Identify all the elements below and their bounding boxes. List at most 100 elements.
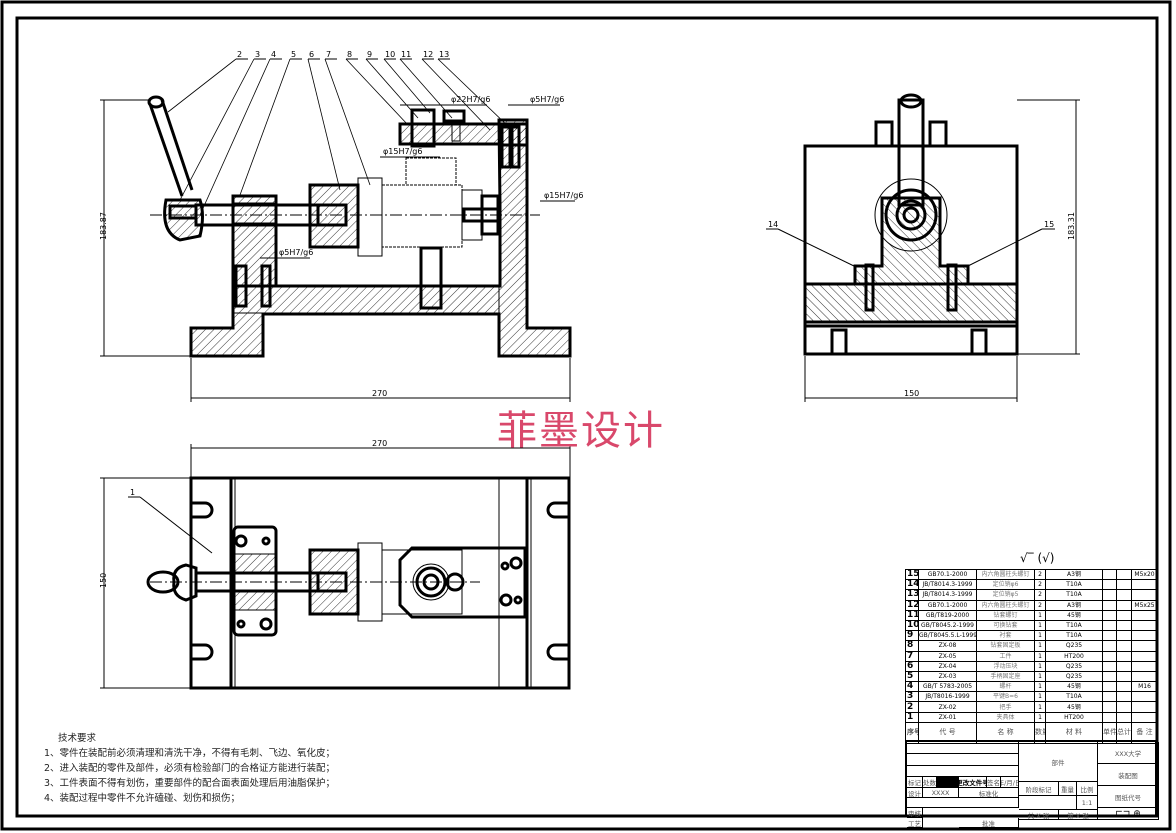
balloon-6: 6	[309, 50, 314, 59]
bom-weight-cell	[1102, 701, 1117, 713]
bom-code: JB/T8016-1999	[918, 691, 977, 703]
bom-qty: 1	[1034, 711, 1046, 723]
bom-code: ZX-02	[918, 701, 977, 713]
bom-weight-cell	[1116, 599, 1132, 611]
bom-material: A3钢	[1045, 599, 1103, 611]
bom-qty: 1	[1034, 681, 1046, 693]
bom-code: JB/T8014.3-1999	[918, 589, 977, 601]
tech-item: 3、工件表面不得有划伤，重要部件的配合面表面处理后用油脂保护；	[44, 778, 336, 789]
roughness-symbol: √‾ (√)	[1020, 551, 1055, 565]
bom-qty: 1	[1034, 670, 1046, 683]
pressure-block	[308, 183, 360, 249]
balloon-leader	[239, 58, 291, 196]
tb-signature: 签名	[987, 777, 1001, 788]
bom-code: GB/T819-2000	[918, 609, 977, 621]
dim-front-height: 183.87	[99, 212, 108, 240]
bom-weight-cell	[1102, 650, 1117, 662]
bom-weight-cell	[1116, 568, 1132, 581]
bom-name: 钻套固定板	[976, 640, 1035, 652]
bom-material: T10A	[1045, 589, 1103, 601]
bom-no: 13	[905, 589, 919, 601]
bom-note	[1131, 640, 1158, 652]
bom-no: 5	[905, 670, 919, 683]
balloon-10: 10	[385, 50, 395, 59]
hdr-name: 名 称	[976, 721, 1035, 744]
bom-no: 8	[905, 640, 919, 652]
bom-weight-cell	[1116, 609, 1132, 621]
bom-code: GB70.1-2000	[918, 568, 977, 581]
bom-material: 45钢	[1045, 609, 1103, 621]
tb-date: 年/月/日	[1001, 777, 1019, 788]
bom-qty: 2	[1034, 589, 1046, 601]
bom-code: GB/T8045.2-1999	[918, 619, 977, 632]
bom-weight-cell	[1116, 711, 1132, 723]
tb-drawing-code: 图纸代号	[1098, 786, 1159, 808]
tb-design: 设计	[907, 788, 923, 798]
side-view: 183.31 150 14 15	[766, 93, 1080, 402]
bom-note	[1131, 589, 1158, 601]
balloon-leader	[345, 58, 409, 126]
bom-note: M5x20	[1131, 568, 1158, 581]
bom-qty: 1	[1034, 701, 1046, 713]
bom-weight-cell	[1116, 660, 1132, 672]
drill-plate	[398, 122, 529, 147]
balloon-leader	[437, 58, 511, 129]
dim-top-width: 270	[372, 439, 387, 448]
bom-no: 11	[905, 609, 919, 621]
bom-note	[1131, 660, 1158, 672]
bom-name: 手柄固定座	[976, 670, 1035, 683]
balloon-12: 12	[423, 50, 433, 59]
balloon-1: 1	[130, 488, 135, 497]
bom-code: ZX-03	[918, 670, 977, 683]
bom-no: 6	[905, 660, 919, 672]
bom-code: GB70.1-2000	[918, 599, 977, 611]
bom-weight-cell	[1102, 589, 1117, 601]
dim-top-height: 150	[99, 573, 108, 588]
balloon-leader	[421, 58, 491, 131]
balloon-leader	[324, 58, 371, 186]
bom-name: 浮动压块	[976, 660, 1035, 672]
bom-name: 夹具体	[976, 711, 1035, 723]
tb-stage-mark: 阶段标记	[1019, 782, 1059, 796]
tb-standardize: 标准化	[959, 788, 1019, 798]
balloon-leader	[383, 58, 431, 114]
balloon-leader	[399, 58, 453, 119]
hdr-note: 备 注	[1131, 721, 1158, 744]
watermark: 菲墨设计	[497, 408, 665, 454]
balloon-11: 11	[401, 50, 411, 59]
bom-weight-cell	[1116, 619, 1132, 632]
bom-material: T10A	[1045, 691, 1103, 703]
bom-qty: 2	[1034, 579, 1046, 591]
bom-code: GB/T 5783-2005	[918, 681, 977, 693]
bom-name: 可换钻套	[976, 619, 1035, 632]
bom-material: Q235	[1045, 670, 1103, 683]
bom-note	[1131, 650, 1158, 662]
bom-no: 15	[905, 568, 919, 581]
workpiece	[381, 184, 463, 248]
bom-name: 定位销φ6	[976, 579, 1035, 591]
tb-sheet-no: 第 X 张	[1059, 810, 1098, 820]
bom-name: 内六角圆柱头螺钉	[976, 568, 1035, 581]
bom-name: 定位销φ5	[976, 589, 1035, 601]
bom-weight-cell	[1116, 579, 1132, 591]
tb-scale-value: 1:1	[1077, 796, 1098, 810]
balloon-9: 9	[367, 50, 372, 59]
bom-weight-cell	[1102, 670, 1117, 683]
balloon-14: 14	[768, 220, 778, 229]
tech-item: 4、装配过程中零件不允许磕碰、划伤和损伤；	[44, 793, 241, 804]
bom-qty: 2	[1034, 599, 1046, 611]
side-base-section	[803, 282, 1019, 324]
bom-weight-cell	[1102, 619, 1117, 632]
tb-university: XXX大学	[1098, 742, 1159, 764]
balloon-leader	[307, 58, 341, 191]
